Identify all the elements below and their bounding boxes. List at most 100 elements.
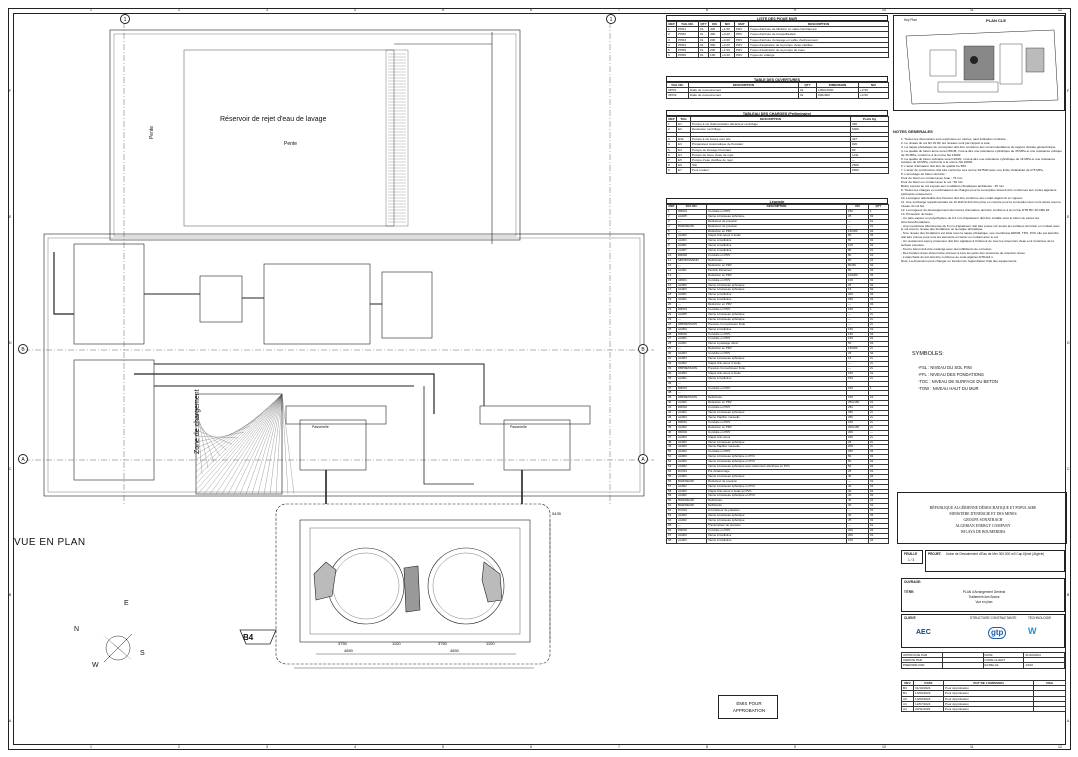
- table-header: NIV: [858, 81, 889, 89]
- note-item: 11. Une surcharge supplémentaire de 10 k…: [901, 200, 1061, 208]
- openings-table-title: TABLE DES OUVERTURES: [666, 76, 888, 82]
- note-item: - L'étanchéité du toit doit être conform…: [901, 254, 994, 259]
- note-item: 5. La qualité du béton ordinaire sera C1…: [901, 156, 1056, 165]
- table-cell: 600x600: [816, 92, 859, 99]
- title-line-1: PLAN d'Arrangement Général: [962, 590, 1006, 594]
- project-value: Usine de Dessalement d'Eau de Mer 300.00…: [946, 552, 1045, 556]
- compass-e: E: [124, 600, 129, 607]
- note-item: - Un revêtement époxy protecteur doit êt…: [901, 238, 1054, 247]
- process-building-outline: [43, 233, 645, 497]
- note-item: 9. Toutes les charges et combinaisons de…: [901, 188, 1057, 197]
- table-cell: 02: [868, 537, 889, 544]
- grid-number: 10: [882, 745, 886, 749]
- loads-table-title: TABLEAU DES CHARGES (Préliminaire): [666, 110, 888, 116]
- note-item: 10. La largeur admissible des fissures d…: [901, 196, 1024, 201]
- reservoir-label: Réservoir de rejet d'eau de lavage: [220, 116, 327, 123]
- grid-letter: E: [9, 215, 12, 219]
- grid-number: 7: [618, 8, 620, 12]
- pipes-table-title: LISTE DES PIQUE MUR: [666, 15, 888, 21]
- dim-1: 3750: [338, 641, 347, 646]
- table-cell: [1033, 705, 1066, 713]
- sheet-value: 1 / 3: [908, 558, 915, 562]
- note-item: Béton exposé au sol exposé aux condition…: [901, 184, 1005, 189]
- grid-number: 1: [90, 745, 92, 749]
- republic-line: ALGERIAN ENERGY COMPANY: [955, 524, 1011, 528]
- note-item: - Un pare-vapeur en polyéthylène de 0.4 …: [901, 215, 1040, 224]
- grid-letter: D: [1067, 341, 1070, 345]
- keyplan-label: Key Plan: [904, 18, 917, 22]
- republic-line: WILAYA DE BOUMERDES: [960, 530, 1006, 534]
- title-label: TITRE:: [904, 590, 915, 594]
- grid-number: 12: [1058, 8, 1062, 12]
- grid-letter: F: [9, 89, 12, 93]
- table-header: Poids Kg: [850, 115, 889, 123]
- outer-border: [8, 8, 1071, 750]
- grid-number: 9: [794, 8, 796, 12]
- table-cell: Tuyau de vidange: [748, 52, 889, 59]
- dim-7: 5435: [552, 511, 561, 516]
- note-item: 2. Le niveau du sol fini ±0.00; les nive…: [901, 141, 991, 145]
- table-cell: OPR2: [666, 92, 689, 99]
- view-title: VUE EN PLAN: [14, 537, 86, 548]
- table-cell: E7: [676, 167, 691, 174]
- dim-6: 4850: [450, 648, 459, 653]
- axis-bubble: 1: [120, 14, 130, 24]
- grid-letter: F: [1067, 89, 1070, 93]
- republic-line: GROUPE SONATRACH: [963, 518, 1003, 522]
- symbol-item: -FFL : NIVEAU DES FONDATIONS: [918, 372, 984, 377]
- loading-zone: [195, 393, 283, 495]
- symbol-item: -TOW : NIVEAU HAUT DU MUR: [918, 386, 979, 391]
- grid-number: 9: [794, 745, 796, 749]
- table-cell: +0.20: [720, 52, 735, 59]
- title-line-3: Vue en plan: [975, 600, 993, 604]
- dim-5: 4850: [344, 648, 353, 653]
- axis-bubble: B: [18, 344, 28, 354]
- gtp-logo: gtp: [988, 627, 1007, 639]
- grid-number: 6: [530, 745, 532, 749]
- table-cell: 01: [798, 92, 817, 99]
- stamp-line-2: APPROBATION: [732, 708, 766, 713]
- work-label: OUVRAGE:: [904, 580, 922, 584]
- project-box: PROJET: Usine de Dessalement d'Eau de Me…: [925, 550, 1065, 572]
- note-item: - Une membrane bitumineuse de 5 mm d'épa…: [901, 223, 1060, 232]
- note-item: Pour du béton en contact avec le sol : 5…: [901, 180, 964, 185]
- table-cell: PPR6: [676, 52, 699, 59]
- axis-bubble: A: [638, 454, 648, 464]
- aec-logo: AEC: [916, 629, 931, 636]
- title-box: OUVRAGE: TITRE: PLAN d'Arrangement Génér…: [901, 578, 1065, 612]
- b4-label: B4: [243, 633, 254, 642]
- grid-number: 11: [970, 745, 974, 749]
- keyplan-title: PLAN CLE: [986, 18, 1006, 23]
- grid-letter: B: [1067, 593, 1070, 597]
- scale-label: ECHELLE: [982, 662, 1025, 669]
- symbol-item: -TOC : NIVEAU DE SURFACE DU BETON: [918, 379, 998, 384]
- passerelle-right: [479, 405, 591, 425]
- note-item: 3. La nappe phréatique de conception doi…: [901, 145, 1057, 149]
- contractor-label: STRUCTURE CONTRACTANTE: [970, 616, 1017, 620]
- grid-number: 8: [706, 745, 708, 749]
- table-cell: Dalle de recouvrement: [688, 92, 799, 99]
- slope-label-vertical: Pente: [149, 125, 156, 140]
- passerelle-left: [285, 405, 387, 425]
- table-cell: +0.50: [858, 92, 889, 99]
- table-cell: 68: [666, 537, 677, 544]
- symbol-item: -FSL : NIVEAU DU SOL FINI: [918, 365, 972, 370]
- title-block: RÉPUBLIQUE ALGÉRIENNE DÉMOCRATIQUE ET PO…: [897, 492, 1067, 742]
- stamp-line-1: ÉMIS POUR: [736, 701, 762, 706]
- zone-label: Zone de chargement: [194, 389, 201, 454]
- logos-box: CLIENT: STRUCTURE CONTRACTANTE TECHNOLOG…: [901, 614, 1065, 648]
- grid-letter: C: [1067, 467, 1070, 471]
- thickener-left: [327, 547, 405, 625]
